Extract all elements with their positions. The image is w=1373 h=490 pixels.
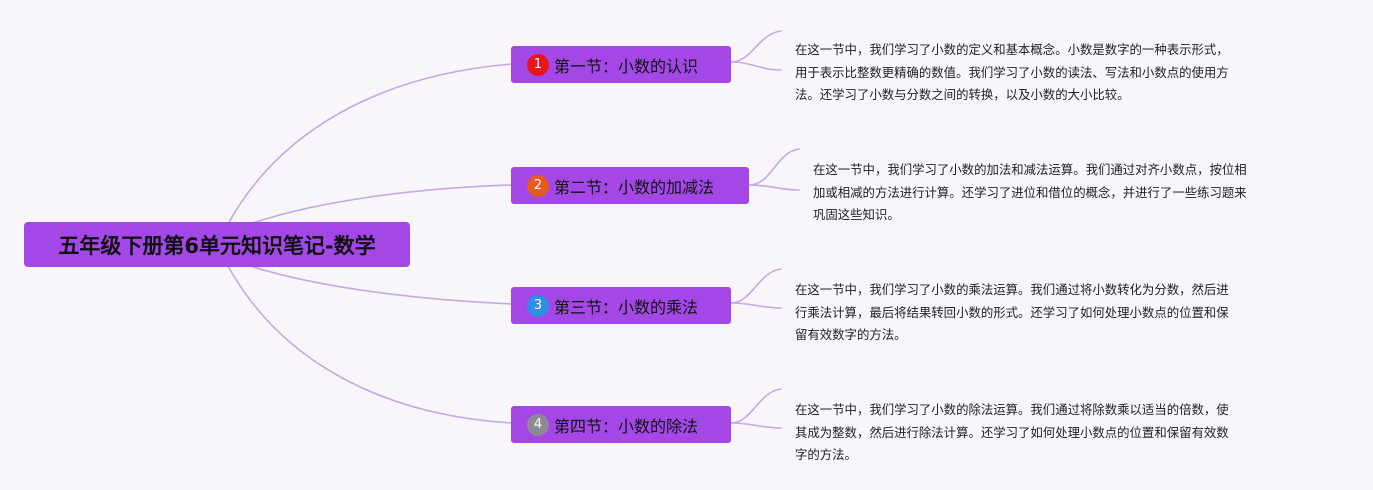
topic-section-3[interactable]: 3 第三节：小数的乘法 [511,287,731,324]
note-line: 在这一节中，我们学习了小数的乘法运算。我们通过将小数转化为分数，然后进 [795,282,1229,297]
connector-root-topic-3 [249,265,513,305]
note-line: 行乘法计算，最后将结果转回小数的形式。还学习了如何处理小数点的位置和保 [795,304,1229,320]
root-topic[interactable]: 五年级下册第6单元知识笔记-数学 [24,222,410,267]
connector-root-topic-2 [249,184,513,225]
topic-section-2[interactable]: 2 第二节：小数的加减法 [511,167,749,204]
note-section-3[interactable]: 在这一节中，我们学习了小数的乘法运算。我们通过将小数转化为分数，然后进 行乘法计… [795,279,1229,347]
note-line: 留有效数字的方法。 [795,327,907,342]
topic-label: 第三节：小数的乘法 [554,297,699,317]
topic-section-1[interactable]: 1 第一节：小数的认识 [511,46,731,83]
topic-label: 第四节：小数的除法 [554,416,699,436]
connector-root-topic-1 [227,63,513,225]
connector-topic-4-note [730,388,782,424]
note-section-4[interactable]: 在这一节中，我们学习了小数的除法运算。我们通过将除数乘以适当的倍数，使 其成为整… [795,399,1229,467]
note-line: 其成为整数，然后进行除法计算。还学习了如何处理小数点的位置和保留有效数 [795,424,1229,440]
number-1-icon: 1 [527,53,549,76]
note-section-1[interactable]: 在这一节中，我们学习了小数的定义和基本概念。小数是数字的一种表示形式， 用于表示… [795,39,1229,107]
note-section-2[interactable]: 在这一节中，我们学习了小数的加法和减法运算。我们通过对齐小数点，按位相 加或相减… [813,159,1247,227]
note-line: 加或相减的方法进行计算。还学习了进位和借位的概念，并进行了一些练习题来 [813,184,1247,200]
connector-topic-1-note [730,30,782,63]
connector-root-topic-4 [227,265,513,424]
note-line: 巩固这些知识。 [813,207,900,222]
topic-label: 第二节：小数的加减法 [554,177,715,197]
note-line: 法。还学习了小数与分数之间的转换，以及小数的大小比较。 [795,87,1130,102]
note-line: 用于表示比整数更精确的数值。我们学习了小数的读法、写法和小数点的使用方 [795,64,1229,80]
connector-topic-2-note [748,148,800,186]
root-title: 五年级下册第6单元知识笔记-数学 [58,233,376,258]
note-line: 字的方法。 [795,447,857,462]
note-line: 在这一节中，我们学习了小数的加法和减法运算。我们通过对齐小数点，按位相 [813,162,1247,177]
connector-topic-3-note [730,268,782,304]
number-2-icon: 2 [527,174,549,197]
topic-label: 第一节：小数的认识 [554,56,699,76]
number-3-icon: 3 [527,294,549,317]
topic-section-4[interactable]: 4 第四节：小数的除法 [511,406,731,443]
number-4-icon: 4 [527,413,549,436]
note-line: 在这一节中，我们学习了小数的定义和基本概念。小数是数字的一种表示形式， [795,42,1229,57]
note-line: 在这一节中，我们学习了小数的除法运算。我们通过将除数乘以适当的倍数，使 [795,402,1229,417]
